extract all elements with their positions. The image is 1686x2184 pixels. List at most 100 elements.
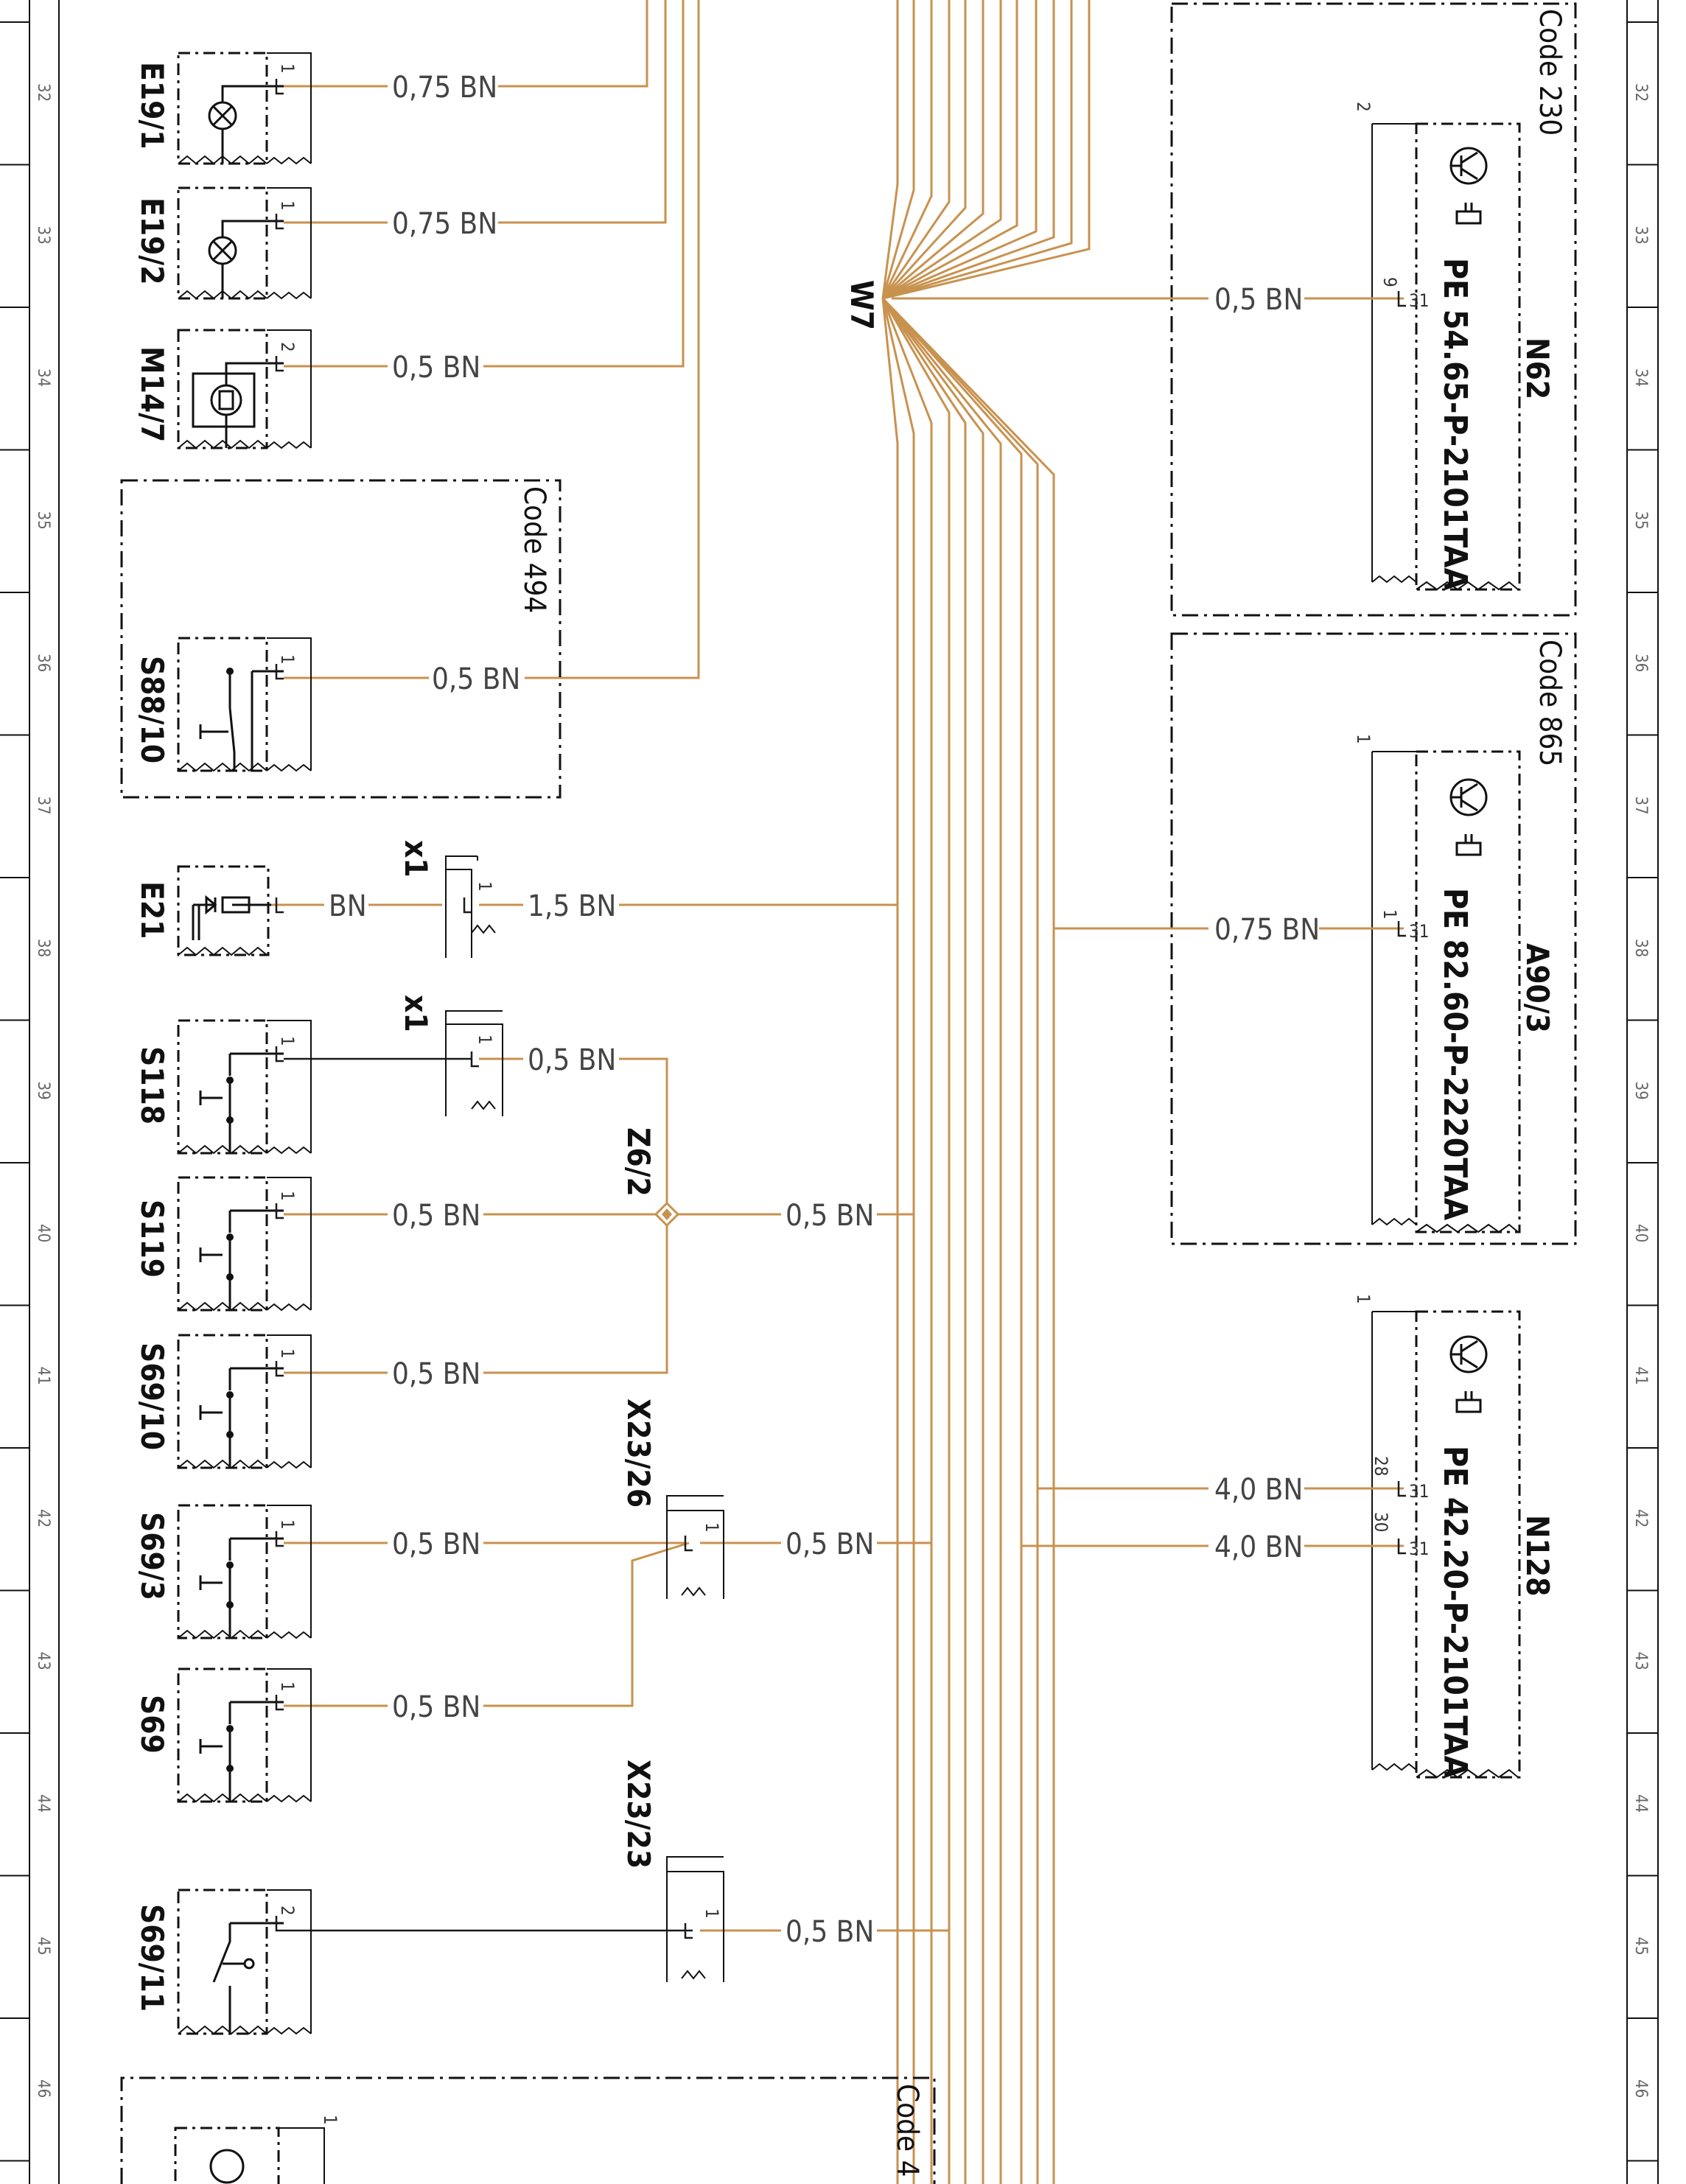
wire-label-n128-b: 4,0 BN <box>1214 1530 1303 1564</box>
right-pin-labels: 9 31 1 31 28 31 30 31 <box>1371 277 1429 1559</box>
harness-strand <box>881 0 967 300</box>
pin-s69: 1 <box>277 1681 298 1692</box>
pin-n62-a: 9 <box>1379 277 1400 287</box>
grid-label: 35 <box>1631 511 1650 530</box>
splice-label: Z6/2 <box>620 1127 657 1197</box>
harness-strand <box>881 0 951 299</box>
pushbutton-icon <box>228 1701 284 1802</box>
pushbutton-icon <box>228 1367 284 1468</box>
hand-icon <box>1455 203 1482 225</box>
wire-label-s69-3: 0,5 BN <box>392 1527 480 1561</box>
lead-pin-n62: 2 <box>1353 102 1374 112</box>
grid-label: 41 <box>1631 1367 1650 1385</box>
wire-s88-10 <box>284 0 700 679</box>
grid-label: 40 <box>1631 1224 1650 1242</box>
code-label-230: Code 230 <box>1533 9 1567 136</box>
harness-strand <box>881 0 899 299</box>
break-mark <box>266 763 312 772</box>
component-housing <box>267 637 312 771</box>
contact <box>275 1695 284 1711</box>
connector-wire-labels: 1,5 BN 0,5 BN 0,5 BN 0,5 BN 0,5 BN <box>523 885 877 1949</box>
hand-icon <box>1455 834 1482 856</box>
contact <box>275 1531 284 1547</box>
connector-labels: x1 x1 X23/26 X23/23 1 1 1 1 <box>398 840 722 1919</box>
break-mark <box>266 1303 312 1312</box>
code-labels: Code 494 Code 230 Code 865 Code 4 <box>517 9 1567 2177</box>
break-mark <box>266 1146 312 1155</box>
pin-m14-7: 2 <box>277 342 298 352</box>
comp-label-s119: S119 <box>134 1200 170 1278</box>
right-contacts <box>1397 291 1406 1555</box>
switch-icon <box>228 670 284 771</box>
grid-label: 43 <box>34 1652 52 1670</box>
wire-label-e21: BN <box>329 889 367 923</box>
component-box <box>177 1889 268 2035</box>
right-component-symbols <box>1449 147 1488 1413</box>
grid-label: 33 <box>34 226 52 245</box>
harness-strand <box>881 298 951 2184</box>
harness-strand <box>881 298 984 2184</box>
grid-label: 44 <box>1631 1794 1650 1813</box>
pushbutton-icon <box>228 1209 284 1310</box>
grid-label: 38 <box>34 939 52 957</box>
grid-label: 46 <box>34 2079 52 2098</box>
grid-label: 37 <box>1631 797 1650 815</box>
component-box <box>177 329 268 449</box>
comp-label-s69-10: S69/10 <box>134 1343 170 1450</box>
contact <box>275 1046 284 1063</box>
wire-label-x23-23: 0,5 BN <box>786 1915 874 1949</box>
switch-icon <box>212 1922 284 2034</box>
motor-icon <box>210 384 242 416</box>
connector-pin-x23-23: 1 <box>702 1908 722 1919</box>
hand-icon <box>1455 1391 1482 1413</box>
comp-label-s69-11: S69/11 <box>134 1904 170 2012</box>
grid-label: 44 <box>34 1794 52 1813</box>
lead-pin-a90-3: 1 <box>1353 734 1374 744</box>
comp-label-n62: N62 <box>1519 337 1556 399</box>
comp-label-s118: S118 <box>134 1046 170 1124</box>
right-components <box>1371 122 1521 1779</box>
wire-label-splice-out: 0,5 BN <box>786 1199 874 1233</box>
harness-strand <box>881 298 967 2184</box>
wire-n128-a <box>1036 737 1404 1490</box>
comp-label-s69-3: S69/3 <box>134 1512 170 1600</box>
component-housing <box>267 1020 312 1153</box>
component-housing <box>267 1505 312 1638</box>
harness-strand <box>882 0 1091 300</box>
grid-label: 35 <box>34 511 52 530</box>
contact <box>275 1203 284 1219</box>
contact <box>275 356 284 372</box>
connector-pin-x1-b: 1 <box>475 1035 495 1045</box>
break-mark <box>266 156 312 165</box>
comp-label-e19-2: E19/2 <box>134 197 170 285</box>
grid-label: 34 <box>1631 368 1650 387</box>
connector-label-x1-b: x1 <box>398 995 434 1032</box>
wire-label-s88-10: 0,5 BN <box>432 662 520 696</box>
contact <box>275 664 284 680</box>
component-housing <box>267 52 312 164</box>
code-label-4: Code 4 <box>890 2084 924 2177</box>
grid-label: 46 <box>1631 2079 1650 2098</box>
contact <box>275 1361 284 1377</box>
pin-bottom-component: 1 <box>320 2115 340 2125</box>
contact <box>275 214 284 230</box>
pin-e19-1: 1 <box>277 63 298 74</box>
pe-label-a90-3: PE 82.60-P-2220TAA <box>1436 888 1474 1221</box>
bottom-component: 1 <box>174 2115 340 2184</box>
break-mark <box>266 1460 312 1469</box>
break-mark <box>266 291 312 300</box>
code-label-494: Code 494 <box>517 486 551 613</box>
grid-label: 45 <box>34 1937 52 1956</box>
pin-n128-a: 28 <box>1371 1456 1391 1476</box>
grid-label: 38 <box>1631 939 1650 957</box>
wire-e19-2 <box>284 0 667 224</box>
right-component-labels: N62 A90/3 N128 PE 54.65-P-2101TAA PE 82.… <box>1353 102 1556 1779</box>
splice-z6-2 <box>654 1201 680 1228</box>
component-housing <box>267 187 312 298</box>
comp-label-n128: N128 <box>1519 1515 1556 1597</box>
grid-label: 41 <box>34 1367 52 1385</box>
comp-label-a90-3: A90/3 <box>1519 943 1556 1033</box>
connectors <box>445 855 724 1982</box>
